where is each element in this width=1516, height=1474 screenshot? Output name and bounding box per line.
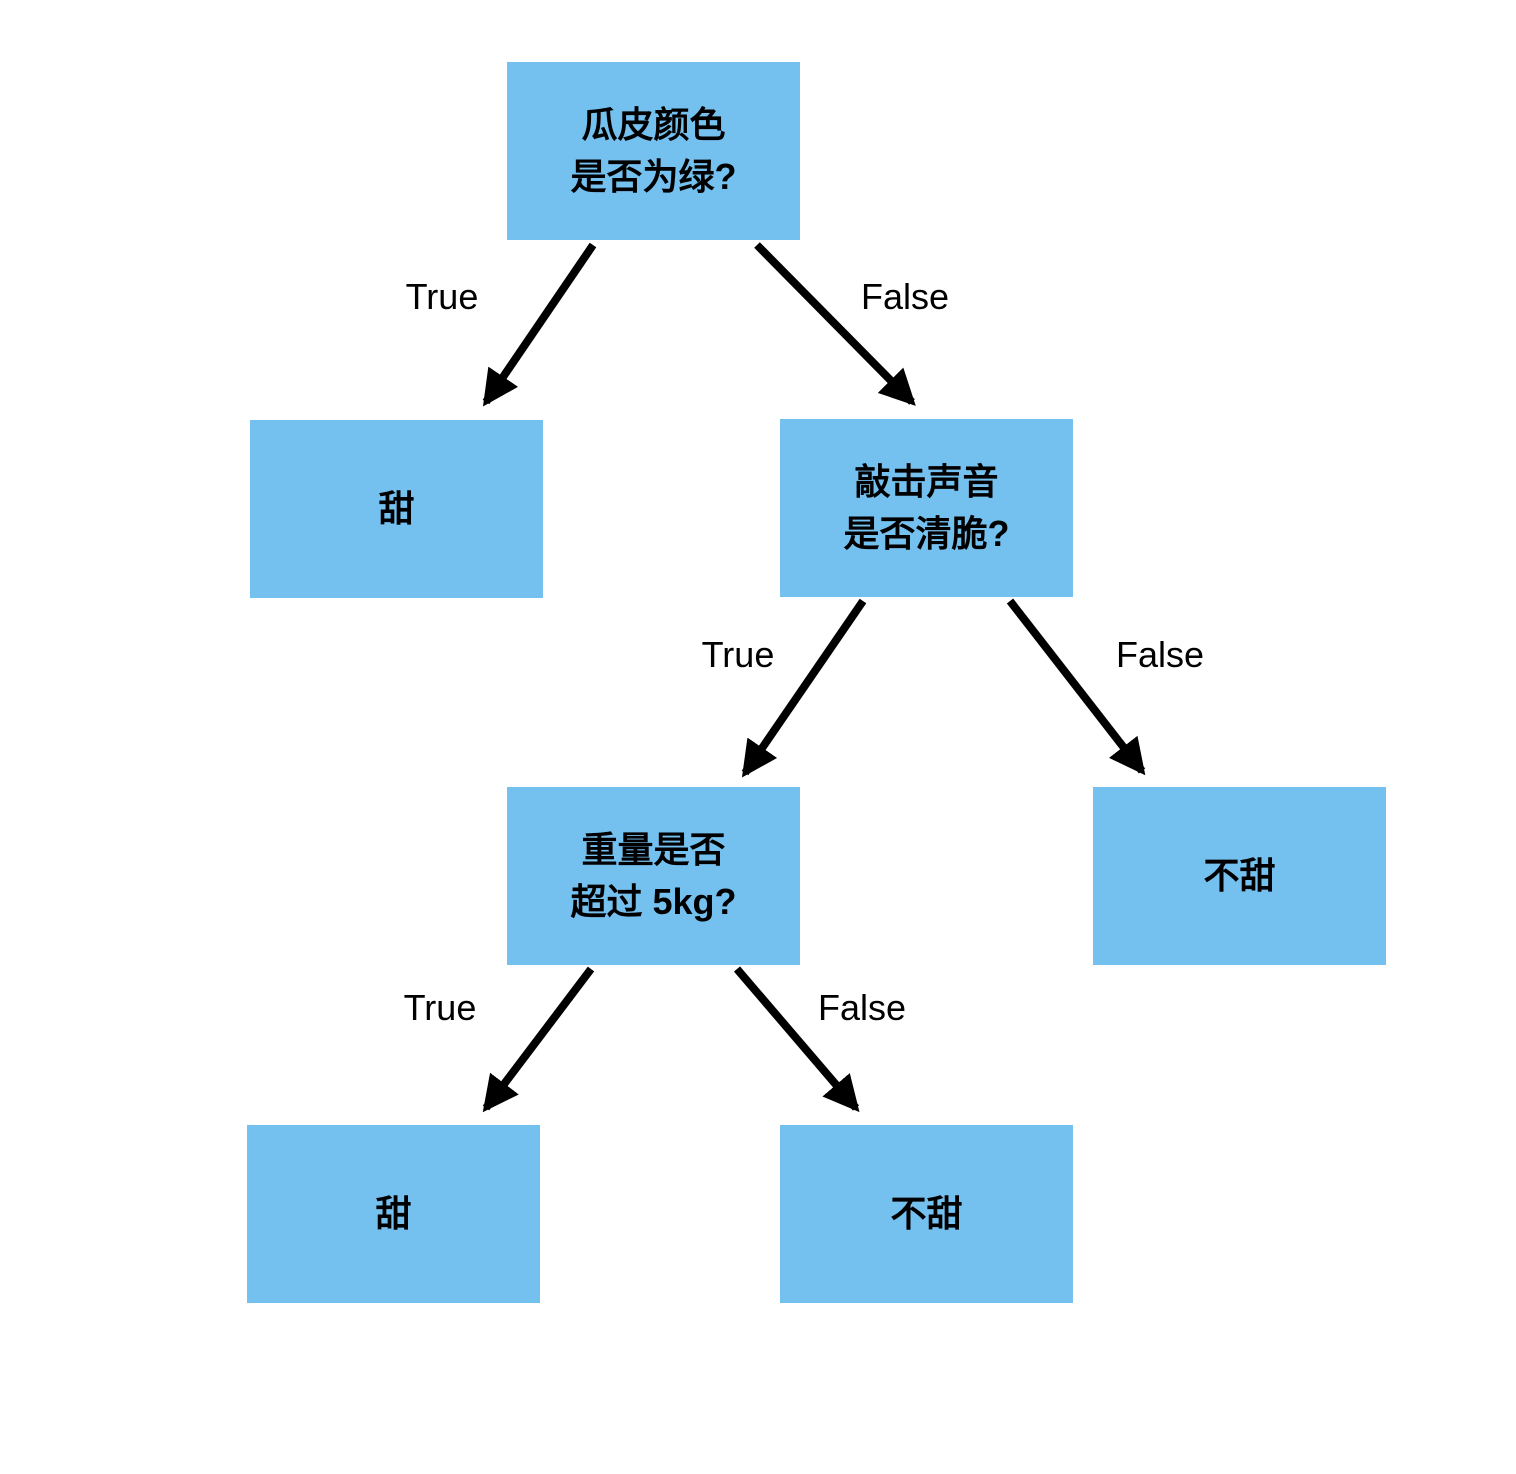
edge-knock-false-arrow <box>1006 598 1146 776</box>
node-leaf-not-sweet-level3: 不甜 <box>1093 787 1386 965</box>
node-leaf-sweet-level4: 甜 <box>247 1125 540 1303</box>
edge-label-knock-true: True <box>701 634 775 675</box>
edge-label-weight-false: False <box>817 987 907 1028</box>
node-knock-sound-question: 敲击声音 是否清脆? <box>780 419 1073 597</box>
edge-label-weight-true: True <box>403 987 477 1028</box>
edge-weight-true-arrow <box>482 966 595 1113</box>
node-weight-question: 重量是否 超过 5kg? <box>507 787 800 965</box>
edge-label-root-true: True <box>405 276 479 317</box>
edge-root-false-arrow <box>754 242 916 406</box>
node-leaf-not-sweet-level4: 不甜 <box>780 1125 1073 1303</box>
edge-label-knock-false: False <box>1115 634 1205 675</box>
edge-root-true-arrow <box>482 242 597 407</box>
node-root-rind-color-question: 瓜皮颜色 是否为绿? <box>507 62 800 240</box>
edge-knock-true-arrow <box>741 598 867 778</box>
node-leaf-sweet-level2: 甜 <box>250 420 543 598</box>
edge-label-root-false: False <box>860 276 950 317</box>
